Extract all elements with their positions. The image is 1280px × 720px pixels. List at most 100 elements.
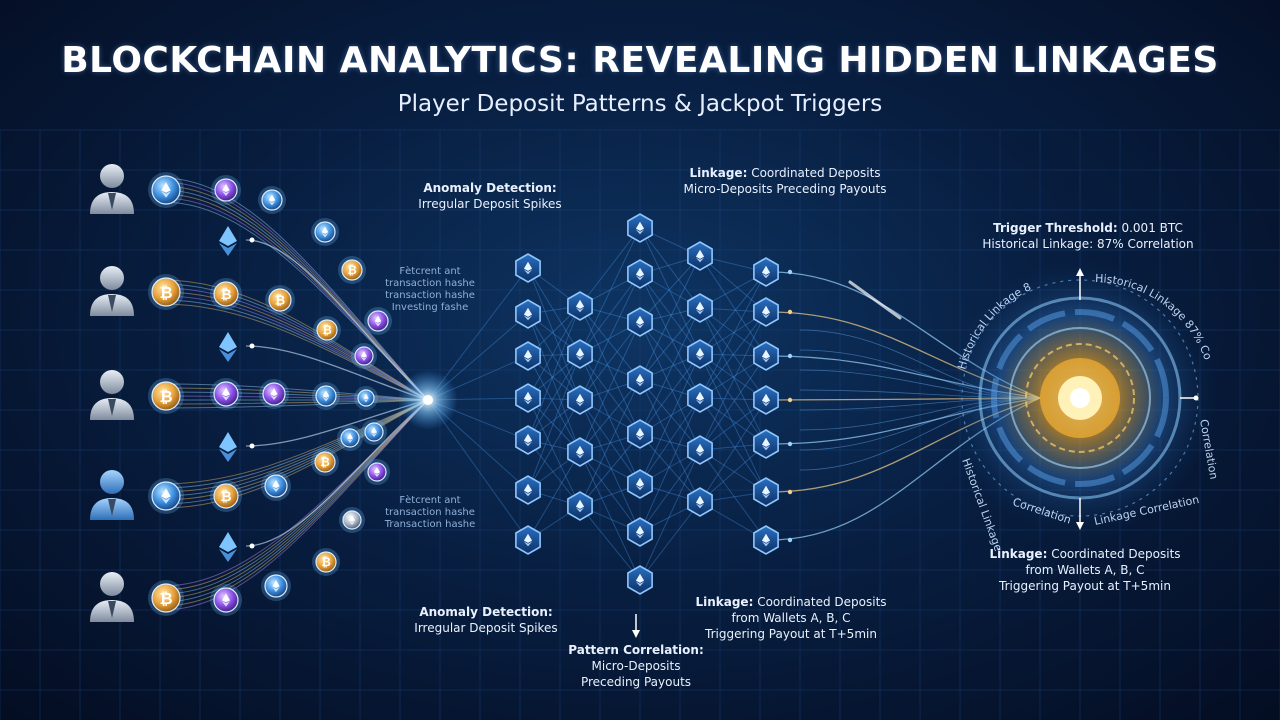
ethereum-coin-icon	[261, 571, 291, 601]
convergence-core	[423, 395, 433, 405]
deposit-flow-lines	[161, 177, 429, 611]
network-nodes	[515, 213, 779, 595]
faint-line: Transaction hashe	[384, 519, 476, 530]
ethereum-coin-icon	[148, 172, 184, 208]
hexagon-node-icon	[687, 487, 713, 517]
svg-text:₿: ₿	[220, 287, 231, 303]
annotation-title: Linkage:	[695, 595, 754, 609]
svg-text:₿: ₿	[321, 555, 330, 569]
faint-line: Fѐtcrent ant	[399, 495, 461, 506]
bitcoin-coin-icon: ₿	[338, 256, 366, 284]
annotation-line: from Wallets A, B, C	[731, 611, 851, 625]
bitcoin-coin-icon: ₿	[148, 378, 184, 414]
hexagon-node-icon	[687, 339, 713, 369]
svg-text:₿: ₿	[159, 589, 172, 608]
bitcoin-coin-icon: ₿	[210, 480, 242, 512]
hexagon-node-icon	[567, 385, 593, 415]
annotation-line: Preceding Payouts	[580, 675, 692, 689]
hexagon-node-icon	[753, 429, 779, 459]
hexagon-node-icon	[567, 437, 593, 467]
hexagon-node-icon	[515, 383, 541, 413]
player-avatar-icon	[90, 470, 134, 520]
hexagon-node-icon	[687, 293, 713, 323]
annotation-trigger: Trigger Threshold: 0.001 BTC Historical …	[968, 220, 1208, 252]
ethereum-coin-icon	[364, 459, 390, 485]
page-title: BLOCKCHAIN ANALYTICS: REVEALING HIDDEN L…	[61, 40, 1219, 81]
ethereum-coin-icon	[312, 382, 340, 410]
svg-text:₿: ₿	[320, 455, 329, 469]
annotation-rest: Coordinated Deposits	[1051, 547, 1181, 561]
annotation-rest: 0.001 BTC	[1121, 221, 1183, 235]
annotation-rest: Coordinated Deposits	[757, 595, 887, 609]
hexagon-node-icon	[627, 517, 653, 547]
annotation-title: Linkage:	[989, 547, 1048, 561]
annotation-line: Micro-Deposits	[591, 659, 681, 673]
ethereum-coin-icon	[339, 507, 365, 533]
hexagon-node-icon	[515, 299, 541, 329]
svg-text:₿: ₿	[220, 489, 231, 505]
ethereum-coin-icon	[337, 425, 363, 451]
ethereum-coin-icon	[354, 386, 378, 410]
faint-line: transaction hashe	[385, 290, 475, 301]
annotation-pattern: Pattern Correlation: Micro-Deposits Prec…	[556, 642, 716, 690]
ethereum-coin-icon	[351, 343, 377, 369]
annotation-anomaly-top: Anomaly Detection: Irregular Deposit Spi…	[402, 180, 578, 212]
svg-text:₿: ₿	[159, 387, 172, 406]
hexagon-node-icon	[627, 565, 653, 595]
svg-text:₿: ₿	[322, 323, 331, 337]
annotation-title: Anomaly Detection:	[423, 181, 557, 195]
hexagon-node-icon	[753, 257, 779, 287]
ethereum-coin-icon	[261, 471, 291, 501]
player-avatar-icon	[90, 266, 134, 316]
hexagon-node-icon	[627, 469, 653, 499]
ethereum-avatar-icon	[219, 332, 237, 362]
hexagon-node-icon	[627, 213, 653, 243]
bitcoin-coin-icon: ₿	[312, 548, 340, 576]
annotation-title: Pattern Correlation:	[568, 643, 704, 657]
faint-label-bottom: Fѐtcrent ant transaction hashe Transacti…	[380, 495, 480, 531]
ethereum-coin-icon	[211, 175, 241, 205]
faint-line: transaction hashe	[385, 278, 475, 289]
faint-line: transaction hashe	[385, 507, 475, 518]
player-avatar-icon	[90, 572, 134, 622]
annotation-line: Historical Linkage: 87% Correlation	[982, 237, 1194, 251]
annotation-title: Trigger Threshold:	[993, 221, 1118, 235]
svg-text:₿: ₿	[275, 293, 285, 308]
bitcoin-coin-icon: ₿	[313, 316, 341, 344]
hexagon-node-icon	[515, 475, 541, 505]
annotation-anomaly-bottom: Anomaly Detection: Irregular Deposit Spi…	[398, 604, 574, 636]
hexagon-node-icon	[627, 307, 653, 337]
annotation-line: from Wallets A, B, C	[1025, 563, 1145, 577]
bitcoin-coin-icon: ₿	[148, 274, 184, 310]
annotation-line: Micro-Deposits Preceding Payouts	[683, 182, 887, 196]
svg-text:₿: ₿	[347, 263, 356, 277]
jackpot-hub-icon	[942, 260, 1218, 536]
hexagon-node-icon	[515, 425, 541, 455]
hexagon-node-icon	[687, 383, 713, 413]
page-subtitle: Player Deposit Patterns & Jackpot Trigge…	[397, 91, 883, 117]
ethereum-avatar-icon	[219, 226, 237, 256]
deposit-coins: ₿ ₿ ₿ ₿ ₿ ₿ ₿ ₿ ₿ ₿	[148, 172, 392, 616]
player-avatar-icon	[90, 370, 134, 420]
hexagon-node-icon	[567, 339, 593, 369]
bitcoin-coin-icon: ₿	[265, 285, 295, 315]
hexagon-node-icon	[627, 419, 653, 449]
annotation-line: Triggering Payout at T+5min	[999, 579, 1171, 593]
hexagon-node-icon	[753, 385, 779, 415]
hexagon-node-icon	[515, 525, 541, 555]
hexagon-node-icon	[687, 435, 713, 465]
annotation-title: Anomaly Detection:	[419, 605, 553, 619]
hexagon-node-icon	[515, 253, 541, 283]
annotation-line: Irregular Deposit Spikes	[414, 621, 558, 635]
ethereum-coin-icon	[311, 218, 339, 246]
annotation-linkage-right: Linkage: Coordinated Deposits from Walle…	[975, 546, 1195, 594]
ethereum-coin-icon	[361, 419, 387, 445]
hexagon-node-icon	[753, 525, 779, 555]
player-column	[90, 164, 134, 622]
ethereum-coin-icon	[210, 584, 242, 616]
annotation-rest: Coordinated Deposits	[751, 166, 881, 180]
svg-text:₿: ₿	[159, 283, 172, 302]
hexagon-node-icon	[627, 365, 653, 395]
faint-line: Fѐtcrent ant	[399, 266, 461, 277]
